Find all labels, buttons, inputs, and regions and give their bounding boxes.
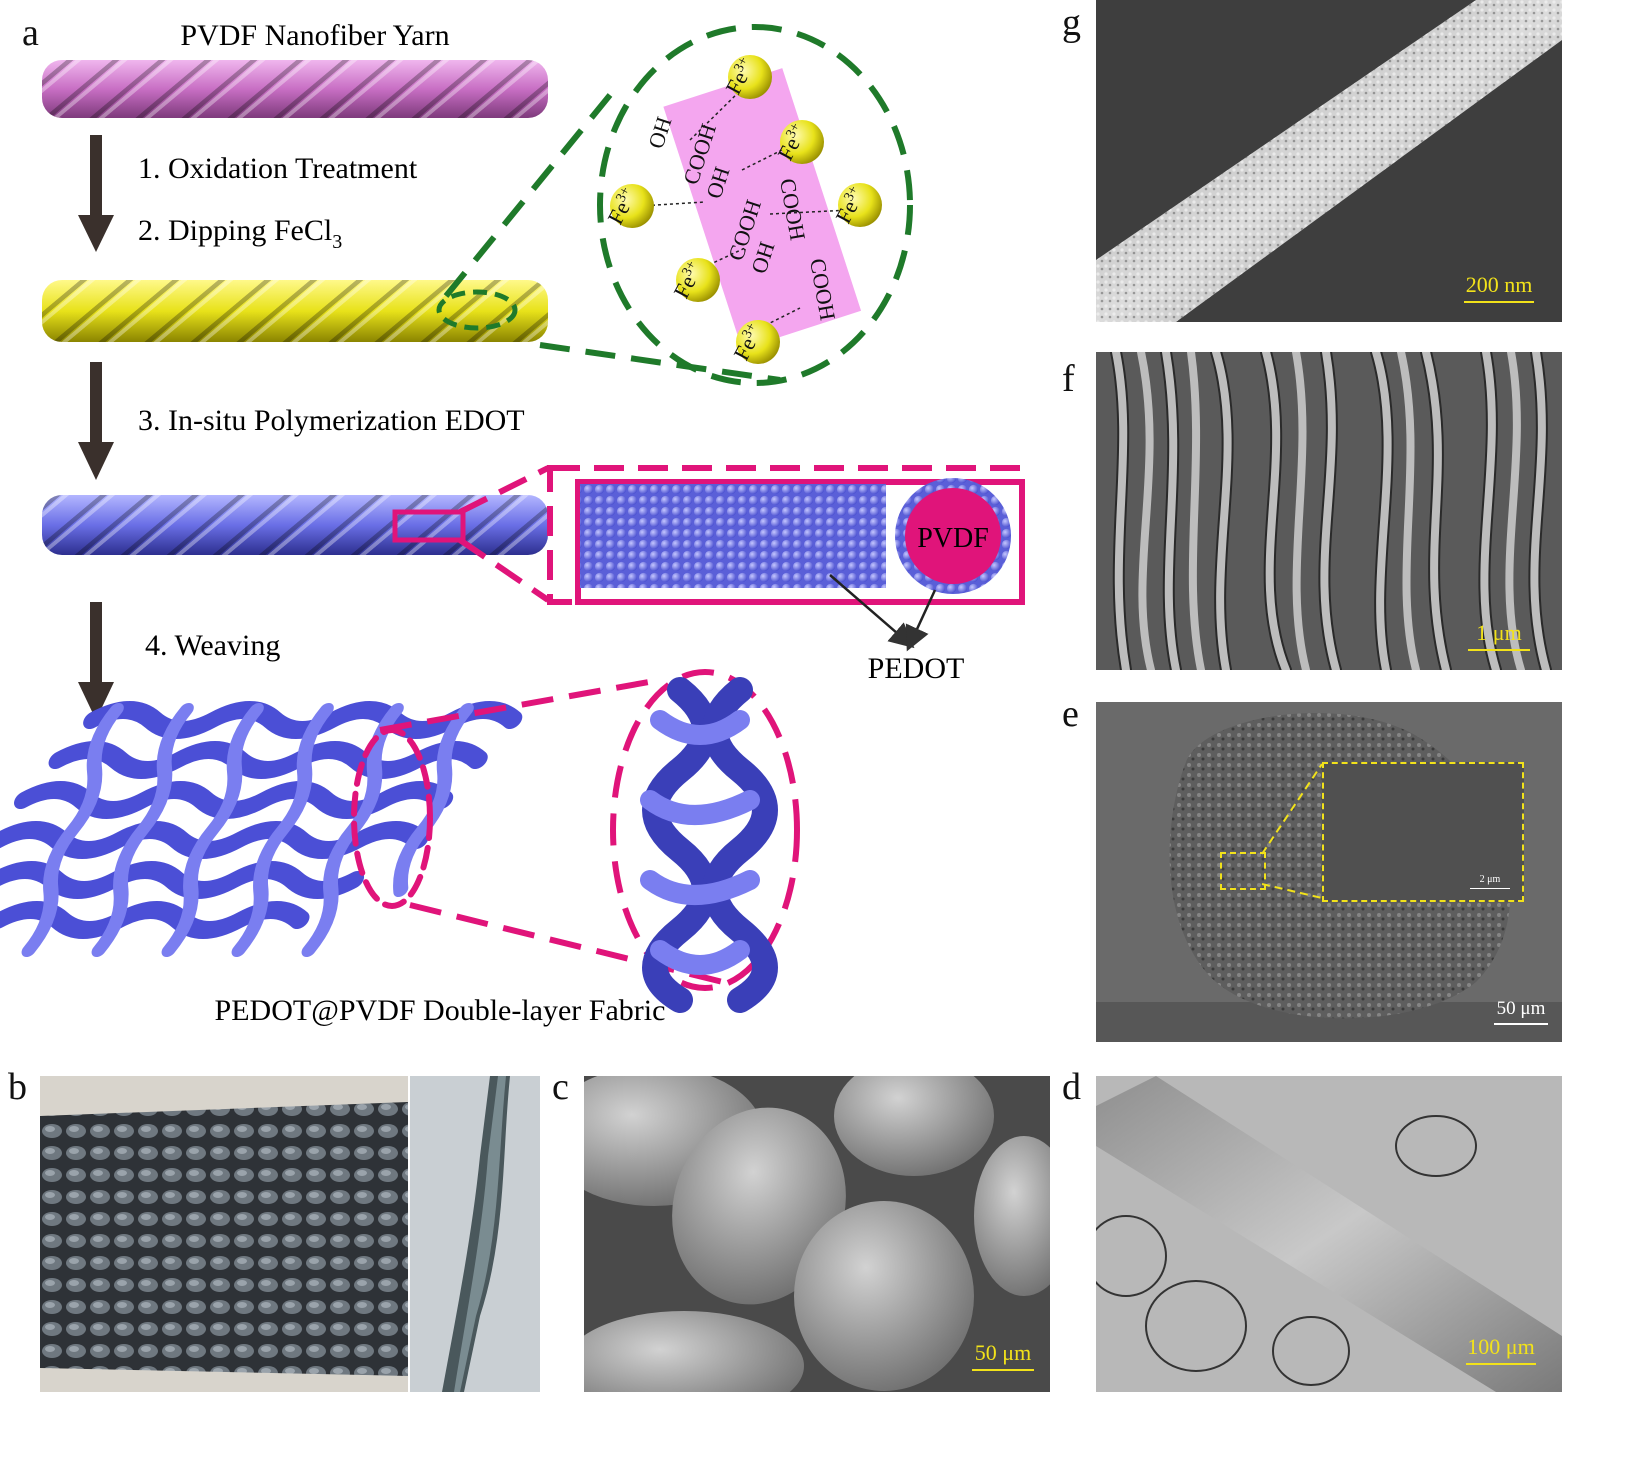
scale-bar-f: 1 μm [1468, 620, 1530, 651]
sem-image-f: 1 μm [1096, 352, 1562, 670]
step2-label: 2. Dipping FeCl3 [138, 214, 342, 253]
panel-label-a: a [22, 12, 39, 54]
woven-fabric-surface [584, 1076, 1050, 1392]
fabric-zoom-callout [379, 669, 800, 991]
panel-label-c: c [552, 1066, 569, 1108]
process-arrows [78, 135, 114, 720]
fabric-weave-photo [40, 1076, 408, 1392]
pedot-pointer-arrows [829, 574, 937, 652]
fabric-detail [640, 677, 778, 1013]
schematic-drawing: PVDF Nanofiber Yarn 1. Oxidation Treatme… [0, 19, 1025, 1027]
inset-source-box-e [1220, 852, 1266, 890]
fe-ions [610, 55, 882, 364]
panel-label-e: e [1062, 693, 1079, 735]
woven-fabric [0, 701, 523, 957]
single-yarn-on-substrate [1096, 1076, 1562, 1392]
sem-image-d: 100 μm [1096, 1076, 1562, 1392]
scale-bar-e: 50 μm [1494, 998, 1548, 1025]
fabric-photo-b [40, 1076, 408, 1392]
step4-label: 4. Weaving [145, 629, 280, 662]
nanofiber-coated-fiber [1096, 0, 1562, 322]
fabric-title: PEDOT@PVDF Double-layer Fabric [215, 994, 666, 1027]
green-zoom-callout [443, 24, 913, 386]
pvdf-core-cross-section: PVDF [895, 478, 1011, 594]
pink-yarn [42, 60, 548, 118]
panel-label-f: f [1062, 358, 1075, 400]
sem-image-e: 2 μm 50 μm [1096, 702, 1562, 1042]
fe-binding-detail: OH COOH OH COOH COOH OH COOH Fe3+ Fe3+ F… [602, 54, 882, 364]
inset-zoom-e: 2 μm [1322, 762, 1524, 902]
pedot-label: PEDOT [868, 652, 965, 685]
fabric-thickness-photo-b [410, 1076, 540, 1392]
blue-yarn [42, 495, 548, 555]
scale-bar-g: 200 nm [1464, 272, 1534, 303]
magenta-zoom-callout [458, 465, 1025, 605]
sem-image-c: 50 μm [584, 1076, 1050, 1392]
scale-bar-c: 50 μm [972, 1340, 1034, 1371]
step1-label: 1. Oxidation Treatment [138, 152, 418, 185]
panel-label-g: g [1062, 2, 1081, 44]
panel-label-b: b [8, 1066, 27, 1108]
panel-label-d: d [1062, 1066, 1081, 1108]
inset-connector-lines-e [1261, 763, 1323, 899]
yellow-yarn [42, 280, 548, 342]
svg-text:PVDF: PVDF [917, 523, 989, 554]
yarn-title: PVDF Nanofiber Yarn [180, 19, 449, 52]
fabric-edge-photo [410, 1076, 540, 1392]
sem-image-g: 200 nm [1096, 0, 1562, 322]
schematic-panel-a: PVDF Nanofiber Yarn 1. Oxidation Treatme… [0, 0, 1060, 1060]
scale-bar-e-inset: 2 μm [1470, 874, 1510, 889]
step3-label: 3. In-situ Polymerization EDOT [138, 404, 525, 437]
aligned-nanofibers [1096, 352, 1562, 670]
scale-bar-d: 100 μm [1466, 1334, 1536, 1365]
pedot-bead-layer [580, 484, 886, 588]
